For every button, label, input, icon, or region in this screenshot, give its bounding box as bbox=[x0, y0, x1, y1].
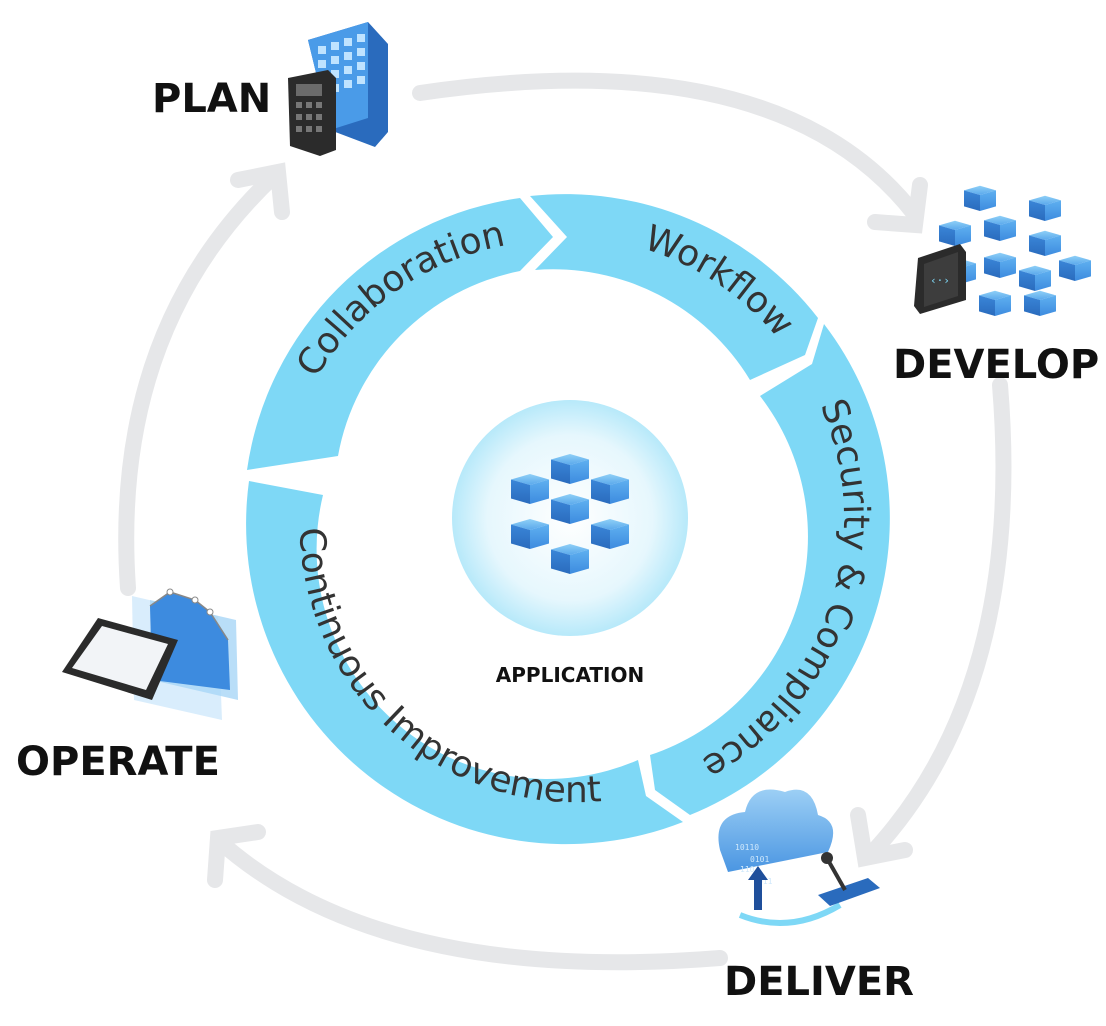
svg-text:0101: 0101 bbox=[750, 855, 769, 864]
plan-calculator-icon bbox=[288, 70, 336, 156]
arrowhead-operate bbox=[207, 824, 266, 888]
svg-text:011: 011 bbox=[758, 877, 773, 886]
application-label: APPLICATION bbox=[496, 663, 644, 687]
phase-label-plan: PLAN bbox=[152, 76, 271, 122]
application-cubes-icon bbox=[511, 453, 629, 574]
svg-text:10110: 10110 bbox=[735, 843, 759, 852]
arrowhead-plan bbox=[230, 162, 290, 220]
deliver-cloud-icon: 10110 0101 1101 011 bbox=[718, 789, 842, 926]
arrow-operate-to-plan bbox=[118, 167, 283, 596]
outer-cycle-arrows bbox=[118, 72, 1012, 971]
phase-label-develop: DEVELOP bbox=[893, 342, 1099, 388]
phase-label-operate: OPERATE bbox=[16, 739, 220, 785]
application-center: APPLICATION bbox=[452, 400, 688, 687]
svg-text:1101: 1101 bbox=[740, 865, 759, 874]
ring-segment-workflow bbox=[530, 194, 818, 380]
operate-monitor-icon bbox=[62, 618, 178, 700]
inner-ring bbox=[246, 194, 890, 845]
arrowhead-deliver bbox=[850, 807, 913, 868]
arrow-deliver-to-operate bbox=[210, 832, 728, 971]
arrow-plan-to-develop bbox=[412, 72, 923, 223]
develop-cubes-icon bbox=[939, 185, 1091, 316]
develop-code-screen-icon: ‹·› bbox=[914, 244, 966, 314]
phase-label-deliver: DELIVER bbox=[724, 959, 914, 1005]
arrowhead-develop bbox=[867, 177, 928, 234]
deliver-lever-icon bbox=[818, 852, 880, 906]
ring-label-collaboration: Collaboration bbox=[289, 214, 508, 384]
ring-segment-improvement bbox=[246, 481, 684, 845]
svg-text:‹·›: ‹·› bbox=[930, 274, 950, 287]
arrow-develop-to-deliver bbox=[862, 377, 1012, 863]
ring-segment-collaboration bbox=[247, 198, 553, 470]
ring-segment-security bbox=[650, 324, 890, 815]
